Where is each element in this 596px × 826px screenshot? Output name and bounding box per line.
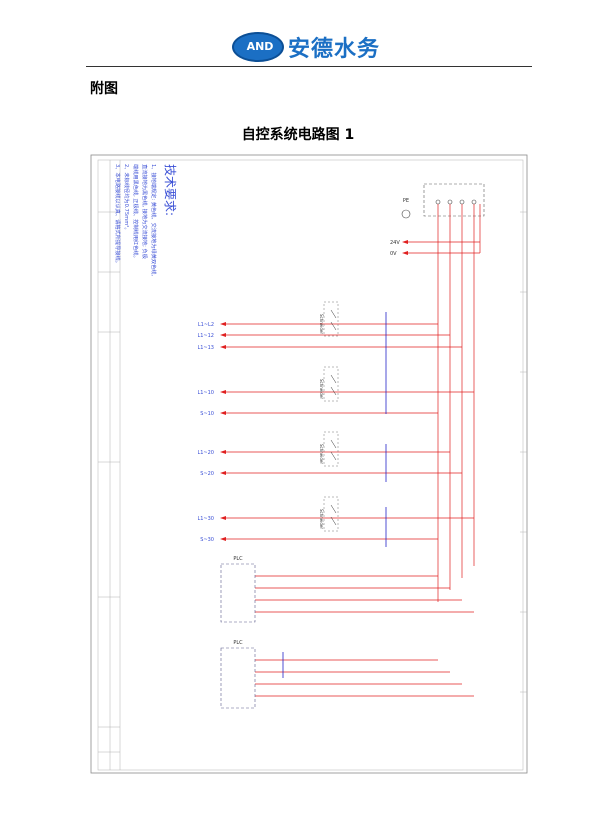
appendix-label: 附图 [90,81,118,97]
plc-label-1: PLC [233,556,243,562]
supply-label-0v: 0V [390,251,397,257]
plc-module-1 [220,563,256,623]
wire-label: L1~10 [197,390,214,396]
wire-arrow [220,471,226,475]
wire-label: L1~12 [197,333,214,339]
tech-note-line: 直流接地为黑色线, 接地为交流接地; 负极 [141,164,149,260]
tech-heading: 技术要求: [163,164,177,216]
wire-label: L1~L2 [198,322,214,328]
wire-arrow [220,450,226,454]
circuit-breaker: Schneider [319,496,339,532]
drawing-title: 自控系统电路图 1 [241,127,355,143]
wire-arrow [220,390,226,394]
terminal-label: PE [403,198,409,204]
supply-outputs: 24V 0V [390,240,480,257]
circuit-drawing: 技术要求: 1、接地端规定: 黄色线、交流接地为绿黄双色线, 直流接地为黑色线,… [88,152,534,776]
plc-modules: PLC PLC [220,556,256,709]
signal-wires: L1~L2L1~12L1~13L1~10S~10L1~20S~20L1~30S~… [197,322,474,697]
wire-arrow [220,322,226,326]
wire-label: S~30 [200,537,214,543]
wire-arrow [220,345,226,349]
logo-badge: AND [232,32,284,62]
control-lines [282,312,387,678]
wire-label: L1~20 [197,450,214,456]
wire-label: S~20 [200,471,214,477]
logo-mark: AND [246,40,274,53]
wire-arrow [220,333,226,337]
wire-arrow [220,537,226,541]
technical-notes: 技术要求: 1、接地端规定: 黄色线、交流接地为绿黄双色线, 直流接地为黑色线,… [114,164,177,276]
wire-label: S~10 [200,411,214,417]
tech-note-line: 2、未标线径均为0.75mm²。 [123,164,131,233]
breaker-label: Schneider [319,444,324,464]
circuit-breaker: Schneider [319,301,339,337]
ground-terminal [401,209,411,219]
tech-note-line: 端线用黑色线, 正极线、控制线用红色线。 [132,164,140,261]
power-bus [437,204,481,602]
breaker-label: Schneider [319,509,324,529]
circuit-breaker: Schneider [319,431,339,467]
wire-arrow [220,516,226,520]
supply-label-24v: 24V [390,240,400,246]
tech-note-line: 1、接地端规定: 黄色线、交流接地为绿黄双色线, [150,164,158,276]
terminal-posts [435,199,477,205]
tech-note-line: 3、本电路接线以认真、请格式所提导接线。 [114,164,122,266]
wire-label: L1~13 [197,345,214,351]
company-name: 安德水务 [288,36,381,62]
plc-label-2: PLC [233,640,243,646]
circuit-breaker: Schneider [319,366,339,402]
plc-module-2 [220,647,256,709]
company-logo: AND 安德水务 [232,30,402,64]
frame-ticks [520,211,527,693]
wire-arrow [220,411,226,415]
circuit-schematic: 技术要求: 1、接地端规定: 黄色线、交流接地为绿黄双色线, 直流接地为黑色线,… [90,154,528,774]
breaker-label: Schneider [319,314,324,334]
wire-label: L1~30 [197,516,214,522]
drawing-inner-frame [97,159,524,771]
drawing-frame [90,154,528,774]
header-divider [86,66,532,67]
power-terminal-box [423,183,485,217]
breaker-label: Schneider [319,379,324,399]
